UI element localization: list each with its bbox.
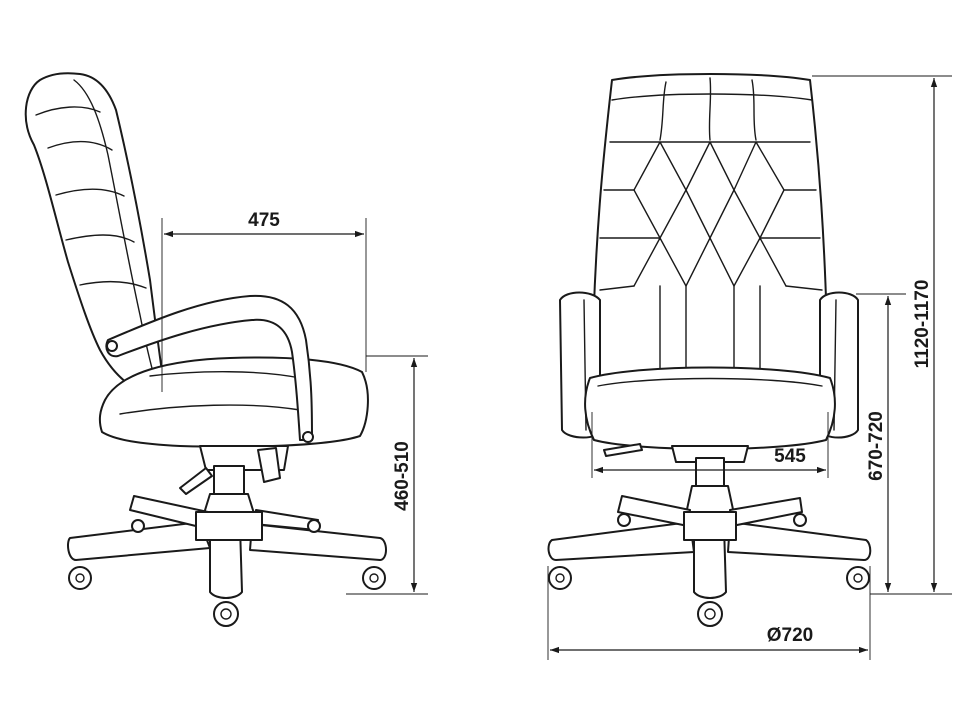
side-caster-right-hub (369, 573, 379, 583)
side-backrest-tuft-4 (79, 280, 147, 289)
dimension-total-height: 1120-1170 (812, 75, 952, 595)
front-tuft-row-1 (609, 141, 811, 191)
chair-front-view (547, 73, 872, 627)
base-diameter-label: Ø720 (767, 625, 813, 646)
front-caster-left (548, 566, 572, 590)
front-caster-right (846, 566, 870, 590)
front-lever (603, 443, 643, 457)
side-armrest-bolt-front (106, 340, 118, 352)
front-gas-cylinder (695, 457, 725, 489)
front-backrest-seam-right (751, 79, 757, 141)
side-casters (68, 519, 386, 627)
side-base-leg-front (209, 525, 243, 599)
side-backrest-inner (73, 79, 159, 391)
front-seat-seam (597, 377, 823, 387)
front-backrest-top-line (611, 93, 813, 101)
front-backrest-seam-mid (708, 77, 712, 141)
front-base-leg-back-right (729, 497, 803, 527)
seat-width-label: 545 (774, 446, 806, 467)
front-caster-right-hub (853, 573, 863, 583)
front-base-leg-left (547, 521, 695, 561)
front-mechanism (671, 445, 749, 463)
total-height-label: 1120-1170 (912, 280, 933, 369)
side-backrest-tuft-2 (55, 188, 125, 197)
front-casters (548, 513, 870, 627)
side-gas-cylinder (213, 465, 245, 497)
side-caster-left-hub (75, 573, 85, 583)
chair-side-view (24, 72, 387, 627)
seat-depth-label: 475 (248, 210, 280, 231)
side-caster-front-hub (220, 608, 232, 620)
side-caster-back-right (307, 519, 321, 533)
side-backrest-tuft-1 (47, 140, 113, 151)
side-base-leg-right (249, 523, 387, 561)
side-backrest-tuft-3 (65, 234, 135, 243)
dimension-base-diameter: Ø720 (547, 566, 871, 660)
dimension-seat-depth: 475 (161, 210, 367, 392)
front-backrest-seam-left (659, 81, 667, 141)
dimension-seat-height: 460-510 (346, 355, 428, 595)
side-caster-left (68, 566, 92, 590)
side-caster-front (213, 601, 239, 627)
front-backrest (591, 73, 829, 381)
side-armrest (105, 294, 313, 441)
front-base-leg-right (727, 521, 872, 561)
side-paddle-lever (179, 467, 213, 495)
front-tuft-row-3 (599, 237, 821, 287)
dimension-armrest-height: 670-720 (856, 293, 906, 595)
front-caster-front (697, 601, 723, 627)
front-base-hub (683, 511, 737, 541)
seat-height-label: 460-510 (392, 441, 413, 511)
front-caster-front-hub (704, 608, 716, 620)
front-caster-back-left (617, 513, 631, 527)
side-caster-back-left (131, 519, 145, 533)
side-seat-fold (119, 404, 301, 415)
side-caster-right (362, 566, 386, 590)
front-caster-left-hub (555, 573, 565, 583)
front-tuft-lower-seams (599, 285, 823, 377)
side-base-hub (195, 511, 263, 541)
armrest-height-label: 670-720 (866, 411, 887, 481)
front-base-leg-front (693, 525, 727, 599)
side-headrest-line (35, 106, 101, 116)
front-cylinder-cover (685, 485, 735, 515)
side-tilt-lever (257, 447, 281, 483)
dimension-seat-width: 545 (591, 412, 829, 478)
front-caster-back-right (793, 513, 807, 527)
side-armrest-bolt-rear (302, 431, 314, 443)
front-seat-cushion (584, 366, 836, 450)
side-base-leg-left (67, 521, 211, 561)
